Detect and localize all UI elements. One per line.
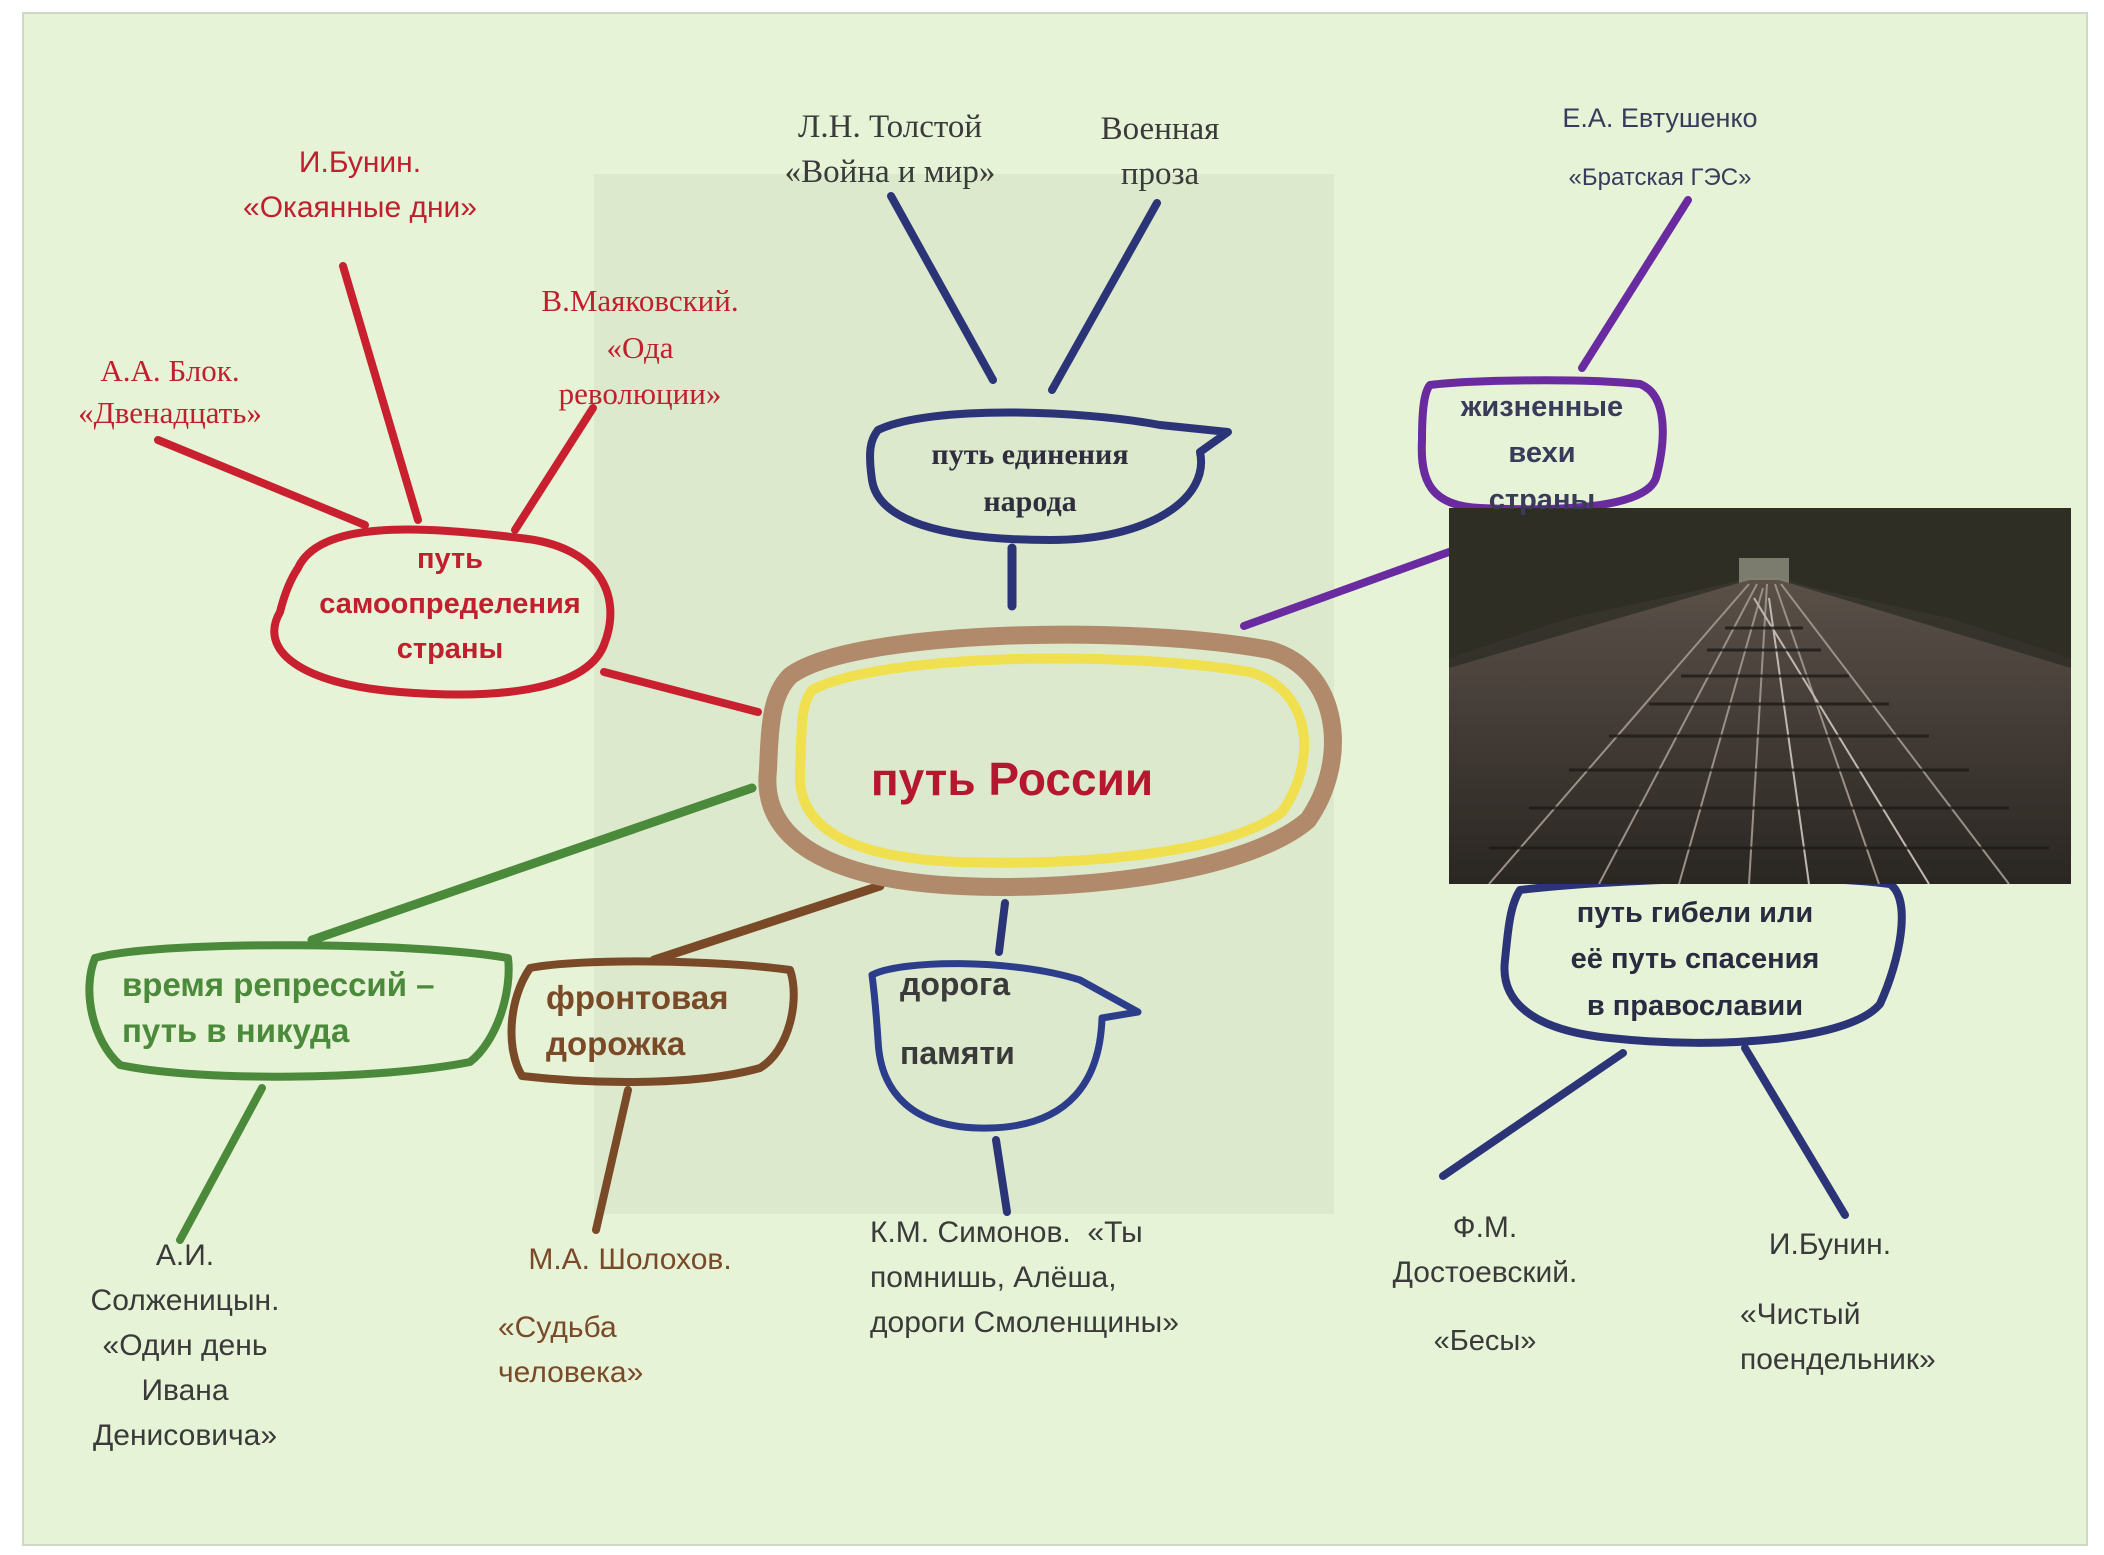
bubble-outline-front [507, 957, 798, 1086]
connector-self-determination-bunin [339, 262, 422, 524]
connector-ruin-bunin [1741, 1044, 1849, 1219]
work-yevtushenko-title: «Братская ГЭС» [1568, 164, 1752, 191]
branch-ruin-label: путь гибели или её путь спасения в право… [1570, 897, 1820, 1022]
connector-center-self-determination [600, 668, 762, 716]
work-sholokhov-title: «Судьба человека» [498, 1311, 644, 1389]
branch-self-determination-label: путь самоопределения страны [319, 543, 581, 665]
work-sholokhov-author: М.А. Шолохов. [528, 1243, 732, 1276]
branch-repressions-label: время репрессий – путь в никуда [122, 966, 435, 1050]
work-mayakovsky-oda: В.Маяковский. «Ода революции» [541, 283, 739, 411]
connector-repressions-solzhenitsyn [176, 1084, 266, 1244]
connector-milestones-yevtushenko [1578, 196, 1692, 372]
center-label: путь России [870, 753, 1154, 805]
work-yevtushenko-author: Е.А. Евтушенко [1562, 103, 1758, 133]
railway-tracks-photo [1449, 508, 2071, 884]
branch-milestones-label: жизненные вехи страны [1460, 391, 1624, 516]
work-dostoevsky-author: Ф.М. Достоевский. [1392, 1211, 1578, 1289]
bubble-outline-self-determination [270, 525, 615, 699]
center-outer-ring [758, 625, 1342, 896]
connector-memory-simonov [992, 1136, 1011, 1216]
work-tolstoy-voina-i-mir: Л.Н. Толстой «Война и мир» [784, 109, 996, 190]
connector-center-memory [995, 899, 1009, 956]
branch-memory-label: дорога памяти [900, 966, 1015, 1072]
work-war-prose: Военная проза [1100, 111, 1220, 192]
connector-self-determination-blok [154, 436, 369, 529]
work-simonov: К.М. Симонов. «Ты помнишь, Алёша, дороги… [870, 1216, 1179, 1339]
connector-front-sholokhov [592, 1086, 632, 1234]
bubble-outline-unity [866, 408, 1232, 544]
work-dostoevsky-title: «Бесы» [1433, 1325, 1537, 1357]
bubble-outline-milestones [1417, 376, 1667, 514]
bubble-outline-memory [868, 960, 1142, 1132]
connector-center-repressions [307, 783, 757, 945]
branch-front-label: фронтовая дорожка [546, 979, 729, 1063]
work-bunin-okayannye-dni: И.Бунин. «Окаянные дни» [243, 146, 477, 224]
connector-center-front [649, 881, 885, 965]
bubble-outline-repressions [85, 941, 513, 1081]
work-blok-dvenadtsat: А.А. Блок. «Двенадцать» [78, 353, 262, 430]
railway-photo-drawing [1449, 508, 2071, 884]
work-solzhenitsyn: А.И. Солженицын. «Один день Ивана Денисо… [90, 1239, 280, 1452]
connector-self-determination-mayakovsky [511, 404, 597, 534]
center-inner-ring [794, 653, 1310, 868]
work-bunin-chistyi-author: И.Бунин. [1768, 1228, 1892, 1261]
connector-unity-war-prose [1048, 199, 1161, 394]
connector-ruin-dostoevsky [1439, 1049, 1627, 1180]
connector-unity-tolstoy [887, 192, 997, 384]
work-bunin-chistyi-title: «Чистый поендельник» [1740, 1298, 1936, 1376]
branch-unity-label: путь единения народа [931, 438, 1129, 518]
faded-background-photo [594, 174, 1334, 1214]
